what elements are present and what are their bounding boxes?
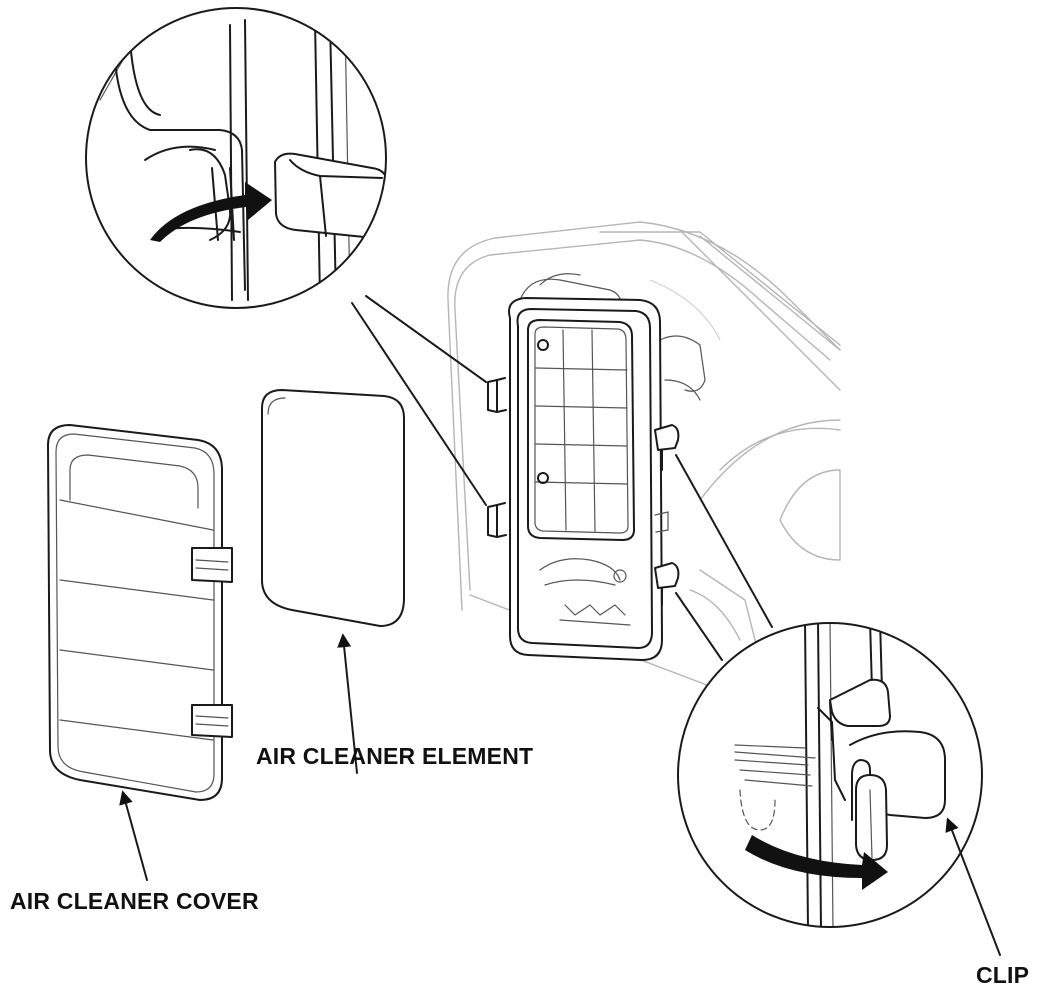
- element-pointer: [337, 633, 358, 774]
- air-cleaner-element: [261, 389, 405, 627]
- clip-pointer: [945, 817, 1001, 956]
- pointer-arrows: [119, 633, 1001, 956]
- callout-circle-tab: [85, 7, 387, 309]
- callout-leaders: [351, 295, 773, 661]
- clip-label: CLIP: [976, 962, 1030, 988]
- air-cleaner-housing: [487, 273, 706, 661]
- callout-circle-clip: [677, 622, 983, 928]
- cover-pointer: [119, 790, 148, 881]
- air-cleaner-element-label: AIR CLEANER ELEMENT: [256, 743, 534, 769]
- air-cleaner-cover-label: AIR CLEANER COVER: [10, 888, 259, 914]
- air-cleaner-cover: [47, 424, 233, 801]
